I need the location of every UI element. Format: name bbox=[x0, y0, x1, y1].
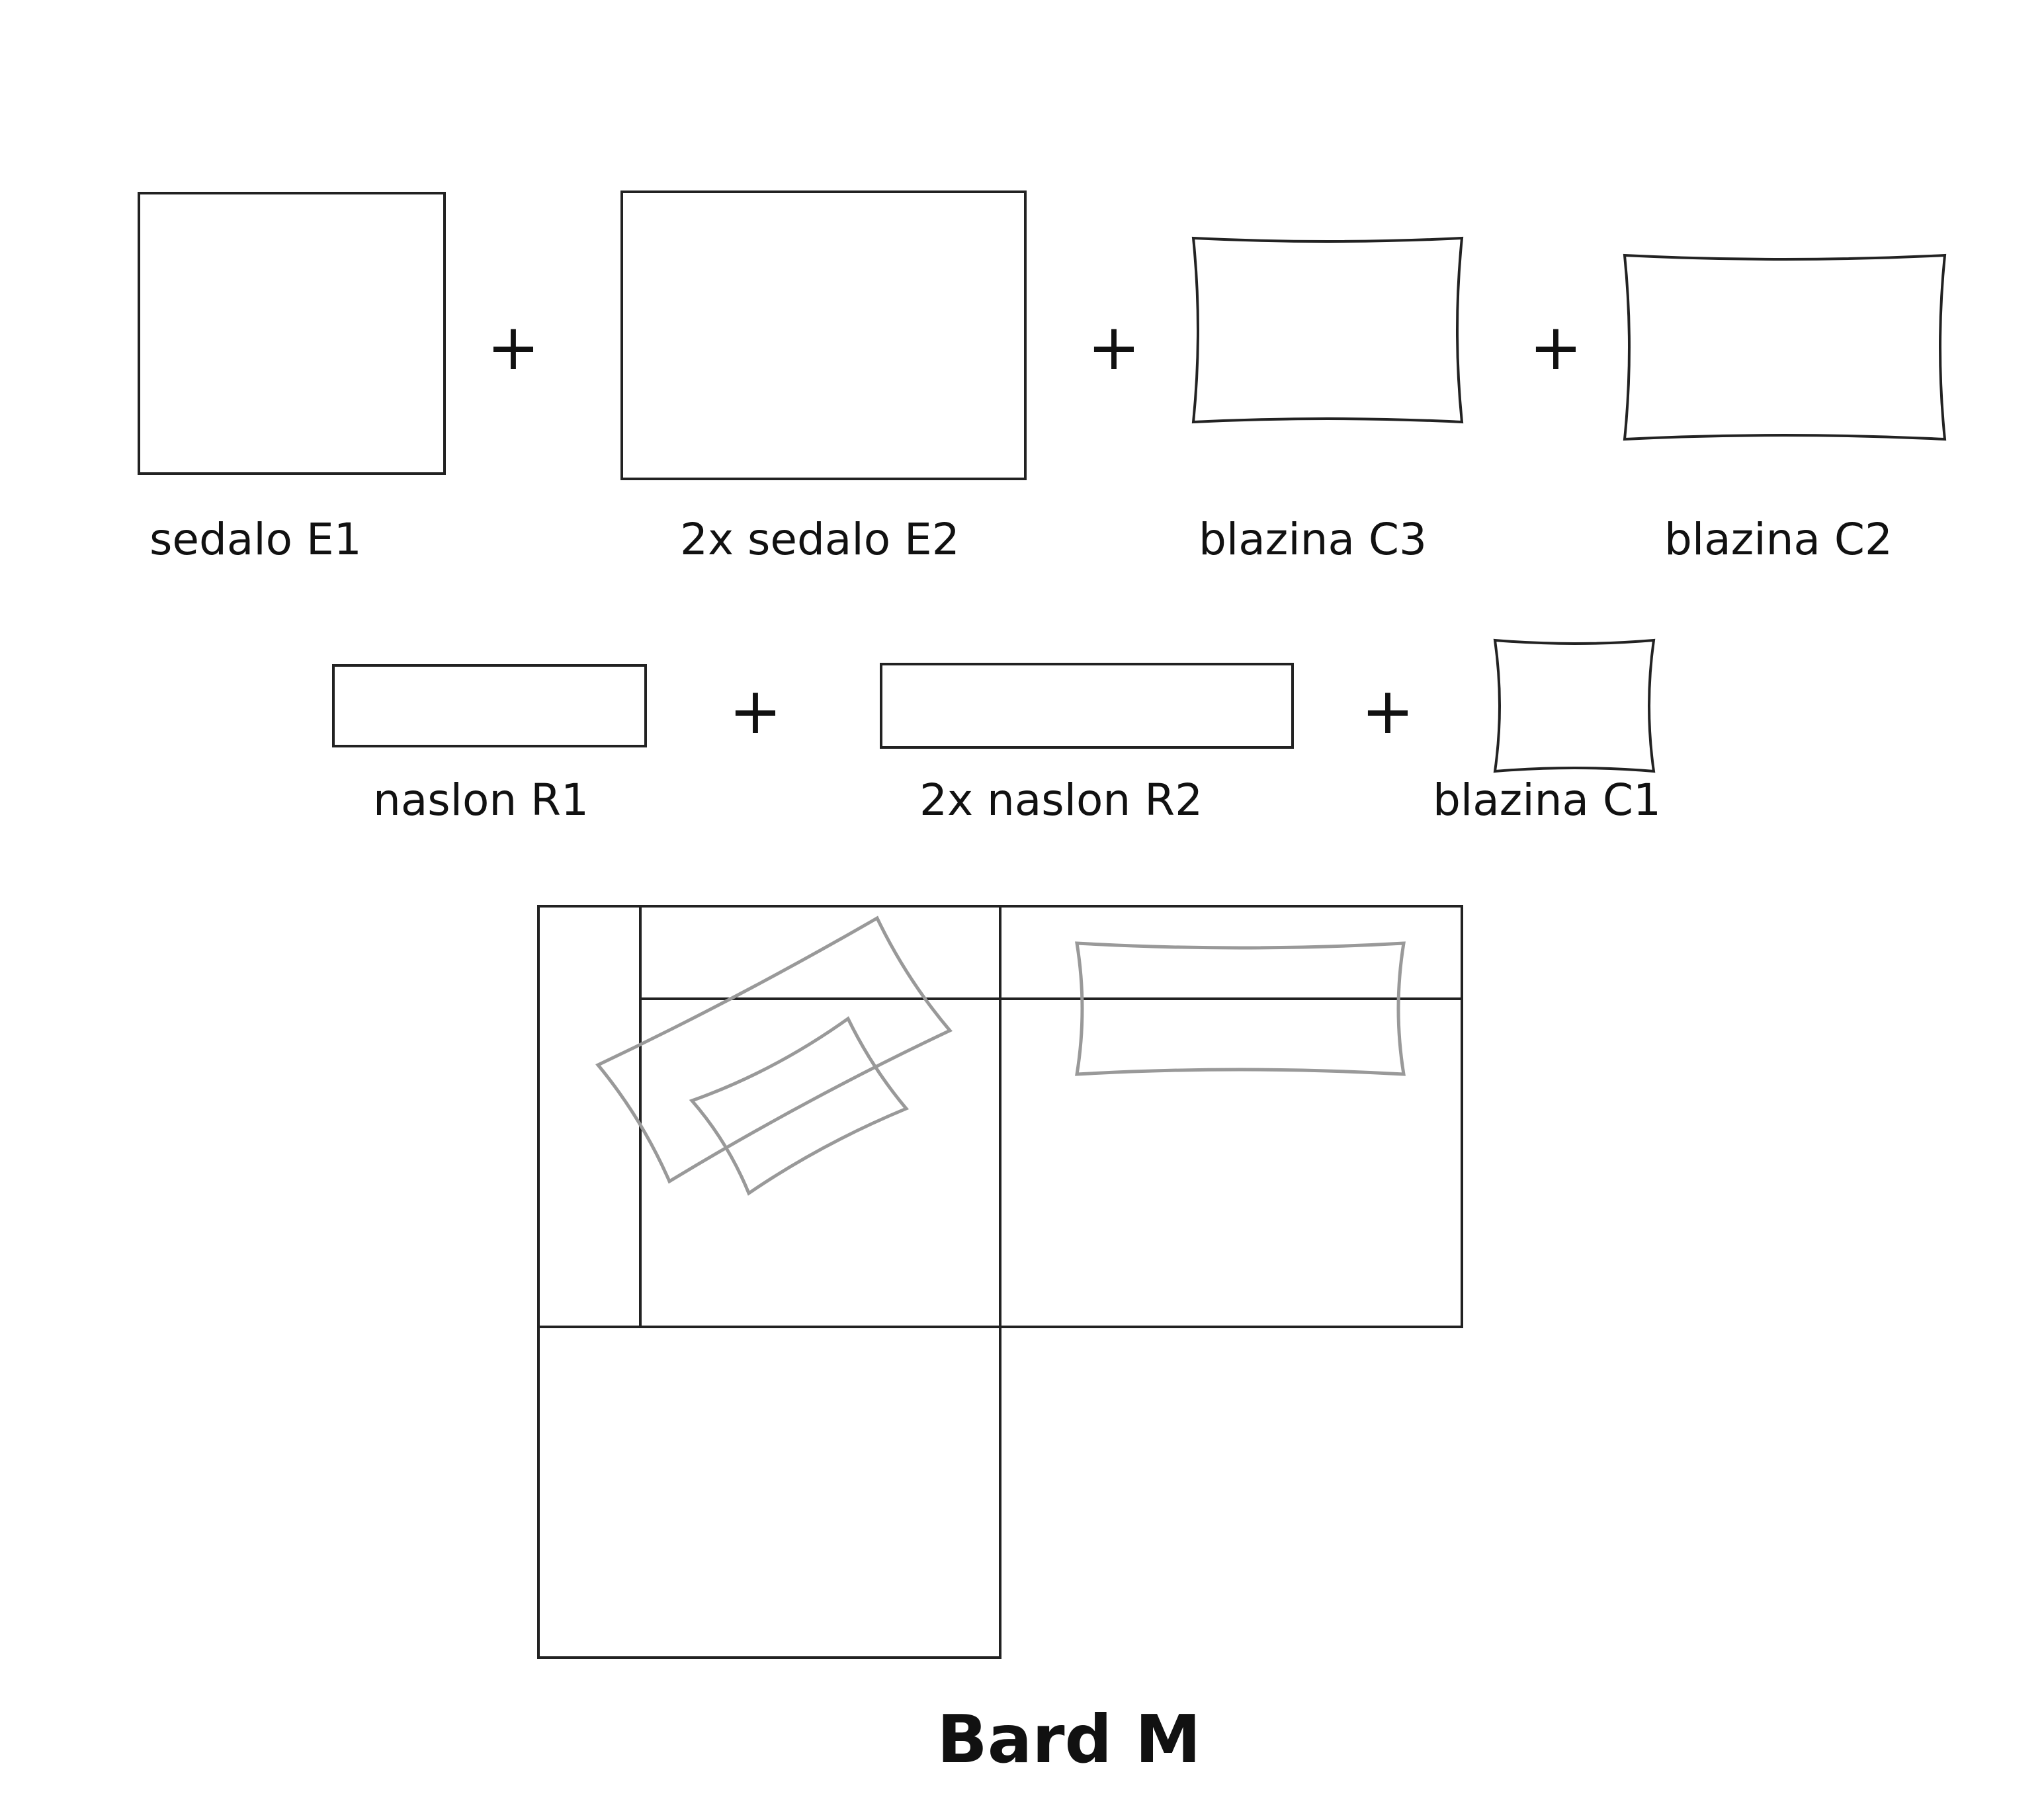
part-label: blazina C1 bbox=[1433, 775, 1661, 825]
plus-sign: + bbox=[1361, 674, 1414, 748]
plus-sign: + bbox=[729, 674, 782, 748]
seat-e1-shape bbox=[138, 192, 446, 475]
cushion-c2-shape bbox=[1623, 253, 1947, 441]
cushion-c1-shape bbox=[1493, 638, 1656, 773]
straight-cushion bbox=[1075, 941, 1406, 1076]
seat-e2-shape bbox=[620, 190, 1027, 480]
plus-sign: + bbox=[1087, 310, 1140, 384]
part-label: 2x sedalo E2 bbox=[680, 514, 960, 565]
part-label: blazina C2 bbox=[1664, 514, 1893, 565]
cushion-c3-shape bbox=[1191, 236, 1464, 424]
model-title: Bard M bbox=[937, 1701, 1201, 1778]
tilted-small-cushion bbox=[689, 1016, 910, 1196]
backrest-r2-shape bbox=[880, 663, 1294, 749]
part-label: naslon R1 bbox=[373, 775, 589, 825]
plus-sign: + bbox=[487, 310, 540, 384]
assembled-sofa-plan bbox=[537, 905, 1463, 1659]
part-label: blazina C3 bbox=[1199, 514, 1427, 565]
part-label: 2x naslon R2 bbox=[919, 775, 1203, 825]
tilted-large-cushion bbox=[595, 915, 953, 1184]
backrest-r1-shape bbox=[332, 664, 647, 747]
part-label: sedalo E1 bbox=[149, 514, 362, 565]
plus-sign: + bbox=[1529, 310, 1582, 384]
